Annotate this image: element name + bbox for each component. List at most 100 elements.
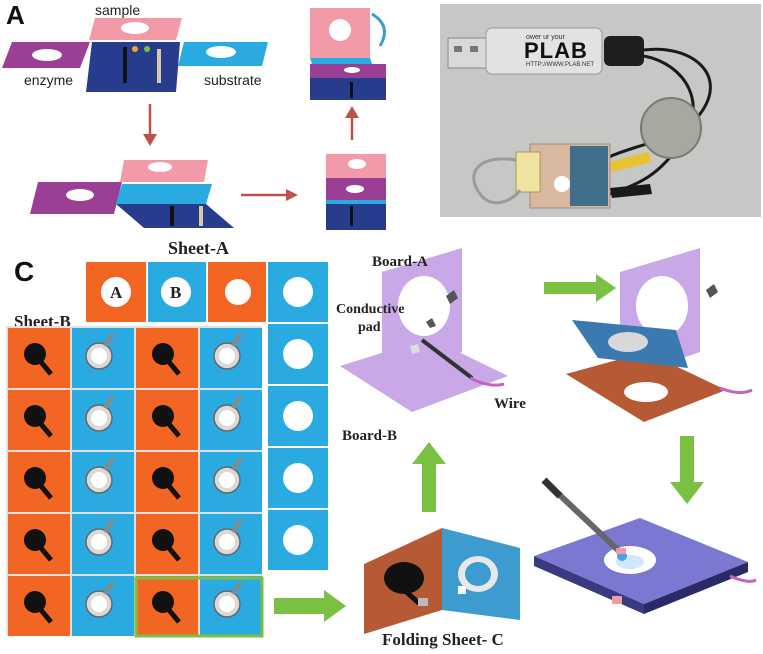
sample-dot-green <box>144 46 150 52</box>
board-assembly-open <box>340 248 508 412</box>
electrode-light-2 <box>199 206 203 226</box>
sheet-a-cell-b: B <box>170 283 182 302</box>
base-sheet <box>86 42 180 92</box>
substrate-hole <box>206 46 236 58</box>
electrode-ring-center <box>219 410 235 426</box>
yellow-clip <box>610 152 652 172</box>
label-wire: Wire <box>494 396 526 412</box>
electrode-pad-black <box>152 405 174 427</box>
usb-brand: PLAB <box>524 38 588 63</box>
sheet-a <box>86 262 328 570</box>
binder-clip <box>515 151 541 193</box>
electrode-lead <box>39 422 53 438</box>
arrow-right-head <box>286 189 298 201</box>
electrode-ring-lead <box>231 394 243 410</box>
electrode-4 <box>350 82 353 98</box>
electrode-pad-black <box>24 405 46 427</box>
selected-cell-highlight <box>134 576 264 638</box>
sample-dot-orange <box>132 46 138 52</box>
electrode-pad-black <box>152 343 174 365</box>
electrode-pad-black <box>152 467 174 489</box>
navy-layer-3 <box>326 204 386 230</box>
electrode-pad-black <box>24 591 46 613</box>
folding-sheet-c <box>364 528 520 634</box>
electrode-ring-lead <box>103 456 115 472</box>
electrode-3 <box>350 206 353 226</box>
label-folding-sheet: Folding Sheet- C <box>382 630 504 649</box>
electrode-lead <box>39 546 53 562</box>
electrode-pad-black <box>24 467 46 489</box>
electrode-ring-center <box>91 596 107 612</box>
electrode-ring-center <box>219 534 235 550</box>
usb-plug <box>447 37 489 69</box>
electrode-lead <box>167 360 181 376</box>
usb-url: HTTP://WWW.PLAB.NET <box>526 62 595 68</box>
electrode-light <box>157 49 161 83</box>
sample-hole <box>121 22 149 34</box>
electrode-pad-black <box>24 529 46 551</box>
final-device <box>534 477 757 614</box>
cyan-layer-4 <box>310 58 372 64</box>
electrode-ring-center <box>91 348 107 364</box>
arrow-to-folding <box>274 590 346 622</box>
electrode-ring-lead <box>103 518 115 534</box>
electrode-lead <box>167 422 181 438</box>
device-photo: ower ur your PLAB HTTP://WWW.PLAB.NET <box>440 4 761 217</box>
electrode-ring-center <box>91 410 107 426</box>
electrode-ring-lead <box>231 456 243 472</box>
enzyme-hole <box>32 49 62 61</box>
label-board-b: Board-B <box>342 428 398 444</box>
label-board-a: Board-A <box>372 254 428 270</box>
purple-hole-3 <box>346 185 364 193</box>
electrode-pad-black <box>152 529 174 551</box>
pink-hole-4 <box>329 19 351 41</box>
pink-hole-3 <box>348 159 366 169</box>
label-substrate: substrate <box>204 72 262 88</box>
panel-a-letter: A <box>6 0 25 30</box>
purple-hole-4 <box>344 67 360 73</box>
enzyme-hole-2 <box>66 189 94 201</box>
cyan-layer-3 <box>326 200 386 204</box>
black-clip <box>610 184 652 198</box>
panel-a-diagram <box>2 8 386 230</box>
label-sample: sample <box>95 2 141 18</box>
sample-hole-2 <box>148 162 172 172</box>
electrode-lead <box>167 546 181 562</box>
electrode-pad-black <box>152 591 174 613</box>
navy-layer-4 <box>310 78 386 100</box>
panel-c-letter: C <box>14 256 35 287</box>
electrode-dark <box>123 47 127 83</box>
electrode-dark-2 <box>170 206 174 226</box>
electrode-ring-lead <box>231 332 243 348</box>
label-enzyme: enzyme <box>24 72 74 88</box>
usb-body <box>485 27 603 75</box>
electrode-lead <box>39 360 53 376</box>
usb-brand-top: ower ur your <box>526 34 565 41</box>
substrate-sheet-2 <box>116 184 212 204</box>
electrode-lead <box>167 608 181 624</box>
label-pad: pad <box>358 320 381 335</box>
sheet-a-cell-a: A <box>110 283 123 302</box>
electrode-lead <box>39 484 53 500</box>
electrode-ring-center <box>91 534 107 550</box>
electrode-ring-lead <box>103 580 115 596</box>
label-conductive: Conductive <box>336 302 405 317</box>
device-photo-drawing <box>440 4 761 217</box>
electrode-ring-center <box>219 472 235 488</box>
fold-arrow <box>371 12 386 47</box>
electrode-lead <box>167 484 181 500</box>
board-assembly-closing <box>566 248 753 422</box>
arrow-up-head <box>345 106 359 118</box>
usb-connector <box>604 36 644 66</box>
coin <box>640 97 702 159</box>
electrode-ring-lead <box>103 394 115 410</box>
arrow-down-c <box>670 436 704 504</box>
electrode-ring-lead <box>231 580 243 596</box>
electrode-ring-lead <box>231 518 243 534</box>
label-sheet-a: Sheet-A <box>168 238 229 258</box>
electrode-pad-black <box>24 343 46 365</box>
base-sheet-2 <box>116 204 234 228</box>
electrode-ring-center <box>91 472 107 488</box>
arrow-up-c <box>412 442 446 512</box>
